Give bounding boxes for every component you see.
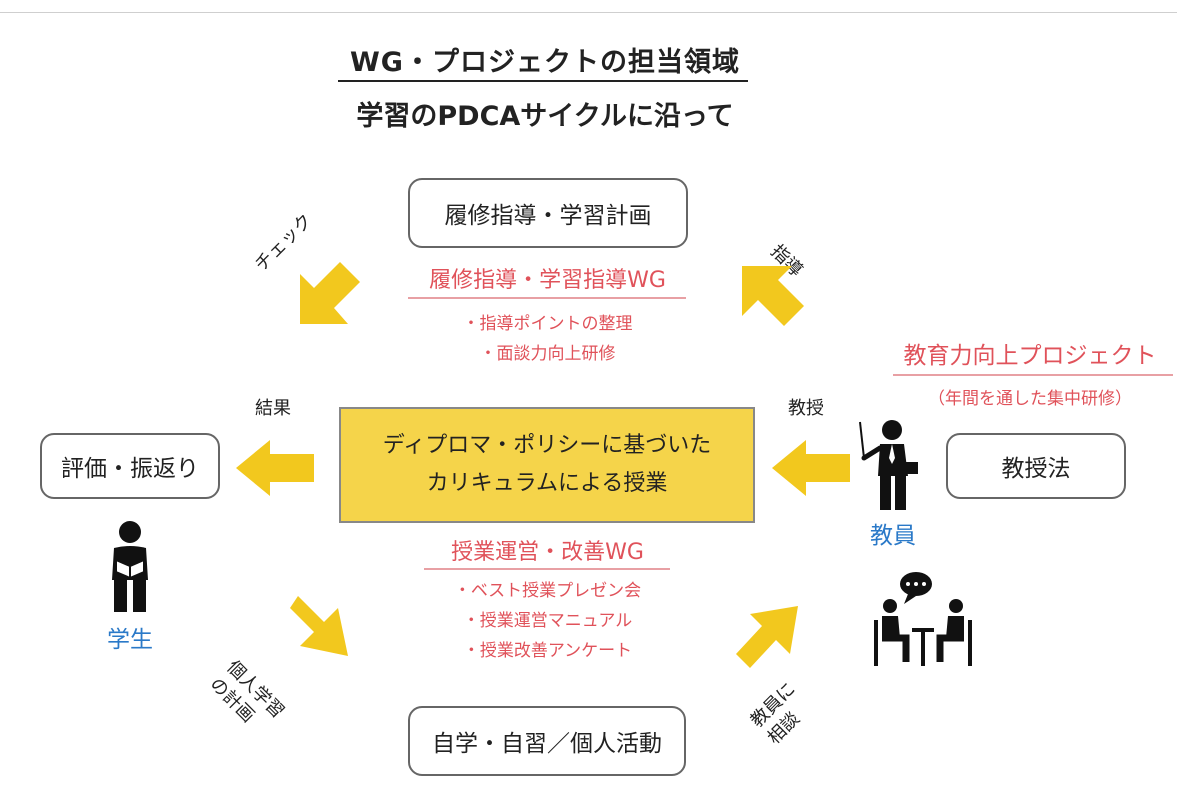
arrow-check-icon bbox=[300, 262, 360, 324]
box-evaluation: 評価・振返り bbox=[40, 433, 220, 499]
wg-bottom-item-3: ・授業改善アンケート bbox=[462, 641, 633, 661]
arrow-label-teaching: 教授 bbox=[788, 398, 824, 419]
center-class-box: ディプロマ・ポリシーに基づいた カリキュラムによる授業 bbox=[339, 407, 755, 523]
page-subtitle: 学習のPDCAサイクルに沿って bbox=[356, 101, 734, 132]
wg-bottom-underline bbox=[424, 568, 670, 570]
top-frame bbox=[0, 0, 1177, 13]
center-line-2: カリキュラムによる授業 bbox=[426, 471, 668, 496]
box-teaching-method: 教授法 bbox=[946, 433, 1126, 499]
box-course-planning-label: 履修指導・学習計画 bbox=[444, 203, 652, 229]
arrow-guidance-icon bbox=[742, 266, 804, 326]
arrow-label-plan: 個人学習 の計画 bbox=[204, 656, 289, 741]
arrow-label-consult: 教員に 相談 bbox=[746, 678, 818, 750]
arrow-teaching-icon bbox=[772, 440, 850, 496]
arrow-plan-icon bbox=[290, 596, 348, 656]
center-line-1: ディプロマ・ポリシーに基づいた bbox=[382, 433, 712, 458]
wg-top-item-1: ・指導ポイントの整理 bbox=[462, 314, 633, 334]
wg-top-item-2: ・面談力向上研修 bbox=[479, 344, 616, 364]
arrow-label-result: 結果 bbox=[255, 398, 291, 419]
role-student: 学生 bbox=[107, 627, 153, 653]
wg-top-underline bbox=[408, 297, 686, 299]
box-teaching-method-label: 教授法 bbox=[1001, 456, 1071, 482]
student-reading-icon bbox=[112, 521, 148, 612]
wg-bottom-item-1: ・ベスト授業プレゼン会 bbox=[453, 581, 642, 601]
wg-bottom-item-2: ・授業運営マニュアル bbox=[462, 611, 633, 631]
title-underline bbox=[338, 80, 748, 82]
role-teacher: 教員 bbox=[870, 523, 916, 549]
project-title: 教育力向上プロジェクト bbox=[903, 343, 1157, 369]
box-evaluation-label: 評価・振返り bbox=[61, 456, 199, 482]
box-self-study: 自学・自習／個人活動 bbox=[408, 706, 686, 776]
wg-top-title: 履修指導・学習指導WG bbox=[429, 268, 666, 293]
page-title: WG・プロジェクトの担当領域 bbox=[350, 47, 740, 78]
arrow-result-icon bbox=[236, 440, 314, 496]
consultation-icon bbox=[874, 572, 972, 666]
arrow-consult-icon bbox=[736, 606, 798, 668]
project-underline bbox=[893, 374, 1173, 376]
box-course-planning: 履修指導・学習計画 bbox=[408, 178, 688, 248]
project-note: （年間を通した集中研修） bbox=[928, 389, 1132, 409]
wg-bottom-title: 授業運営・改善WG bbox=[451, 540, 644, 565]
box-self-study-label: 自学・自習／個人活動 bbox=[432, 731, 662, 757]
teacher-pointer-icon bbox=[859, 420, 918, 510]
